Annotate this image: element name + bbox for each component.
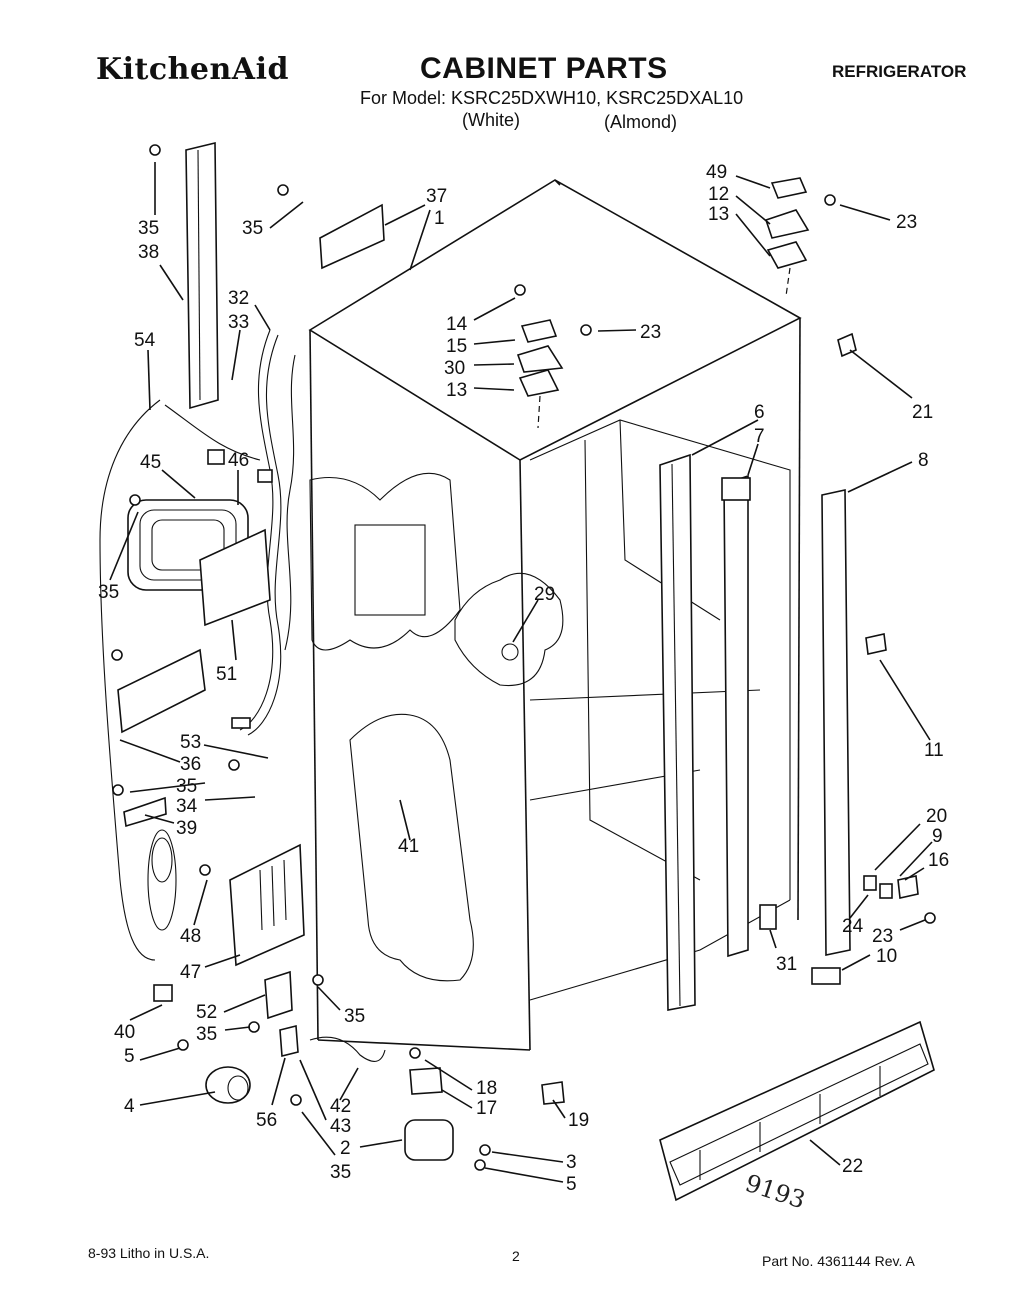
- leader-lines: [109, 162, 933, 1183]
- variant-white: (White): [462, 110, 520, 130]
- callout-54: 54: [134, 330, 156, 351]
- top-hinges: [516, 177, 857, 429]
- callout-40: 40: [114, 1022, 135, 1043]
- right-parts: [659, 453, 935, 1202]
- callout-1: 1: [434, 208, 445, 229]
- callout-18: 18: [476, 1078, 497, 1099]
- footer-page-number: 2: [512, 1248, 520, 1264]
- callout-48: 48: [180, 926, 201, 947]
- callout-20: 20: [926, 806, 947, 827]
- callout-21: 21: [912, 402, 933, 423]
- callout-17: 17: [476, 1098, 497, 1119]
- page-title: CABINET PARTS: [420, 52, 668, 85]
- callout-13: 13: [708, 204, 729, 225]
- left-parts: [111, 141, 936, 1171]
- callout-41: 41: [398, 836, 419, 857]
- handwritten-note: 9193: [742, 1169, 809, 1215]
- screw-icons: [111, 144, 936, 1171]
- callout-24: 24: [842, 916, 864, 937]
- brand-logo: KitchenAid: [96, 52, 289, 87]
- callout-30: 30: [444, 358, 465, 379]
- callout-33: 33: [228, 312, 249, 333]
- callout-14: 14: [446, 314, 468, 335]
- callout-9: 9: [932, 826, 943, 847]
- wiring-harness: [99, 329, 296, 961]
- footer-litho: 8-93 Litho in U.S.A.: [88, 1245, 210, 1261]
- callout-23: 23: [872, 926, 893, 947]
- callout-47: 47: [180, 962, 201, 983]
- callout-8: 8: [918, 450, 929, 471]
- callout-2: 2: [340, 1138, 351, 1159]
- callout-37: 37: [426, 186, 447, 207]
- callout-53: 53: [180, 732, 201, 753]
- callout-43: 43: [330, 1116, 351, 1137]
- callout-35: 35: [242, 218, 263, 239]
- callout-11: 11: [924, 740, 944, 761]
- callout-31: 31: [776, 954, 797, 975]
- callout-13: 13: [446, 380, 467, 401]
- callout-4: 4: [124, 1096, 135, 1117]
- callout-36: 36: [180, 754, 201, 775]
- callout-16: 16: [928, 850, 949, 871]
- callout-34: 34: [176, 796, 198, 817]
- callout-42: 42: [330, 1096, 351, 1117]
- callout-49: 49: [706, 162, 727, 183]
- callout-38: 38: [138, 242, 159, 263]
- callout-35: 35: [138, 218, 159, 239]
- callout-22: 22: [842, 1156, 863, 1177]
- callout-23: 23: [640, 322, 661, 343]
- callout-35: 35: [344, 1006, 365, 1027]
- callout-3: 3: [566, 1152, 577, 1173]
- callout-29: 29: [534, 584, 555, 605]
- callout-5: 5: [124, 1046, 135, 1067]
- callout-10: 10: [876, 946, 897, 967]
- callout-51: 51: [216, 664, 237, 685]
- callout-56: 56: [256, 1110, 277, 1131]
- model-line: For Model: KSRC25DXWH10, KSRC25DXAL10: [360, 88, 744, 108]
- callout-12: 12: [708, 184, 729, 205]
- callout-35: 35: [196, 1024, 217, 1045]
- callout-35: 35: [176, 776, 197, 797]
- footer-part-number: Part No. 4361144 Rev. A: [762, 1253, 915, 1269]
- callout-35: 35: [98, 582, 119, 603]
- callout-52: 52: [196, 1002, 217, 1023]
- callout-19: 19: [568, 1110, 589, 1131]
- callout-7: 7: [754, 426, 765, 447]
- callout-23: 23: [896, 212, 917, 233]
- callout-15: 15: [446, 336, 467, 357]
- callout-labels: 49 12 13 23 35 38 35 37 1 32 33 54 14 15…: [98, 162, 949, 1195]
- callout-45: 45: [140, 452, 161, 473]
- appliance-category: REFRIGERATOR: [832, 62, 967, 81]
- callout-5: 5: [566, 1174, 577, 1195]
- callout-35: 35: [330, 1162, 351, 1183]
- callout-46: 46: [228, 450, 249, 471]
- callout-32: 32: [228, 288, 249, 309]
- callout-6: 6: [754, 402, 765, 423]
- callout-39: 39: [176, 818, 197, 839]
- cabinet-body: [308, 179, 802, 1051]
- variant-almond: (Almond): [604, 112, 678, 132]
